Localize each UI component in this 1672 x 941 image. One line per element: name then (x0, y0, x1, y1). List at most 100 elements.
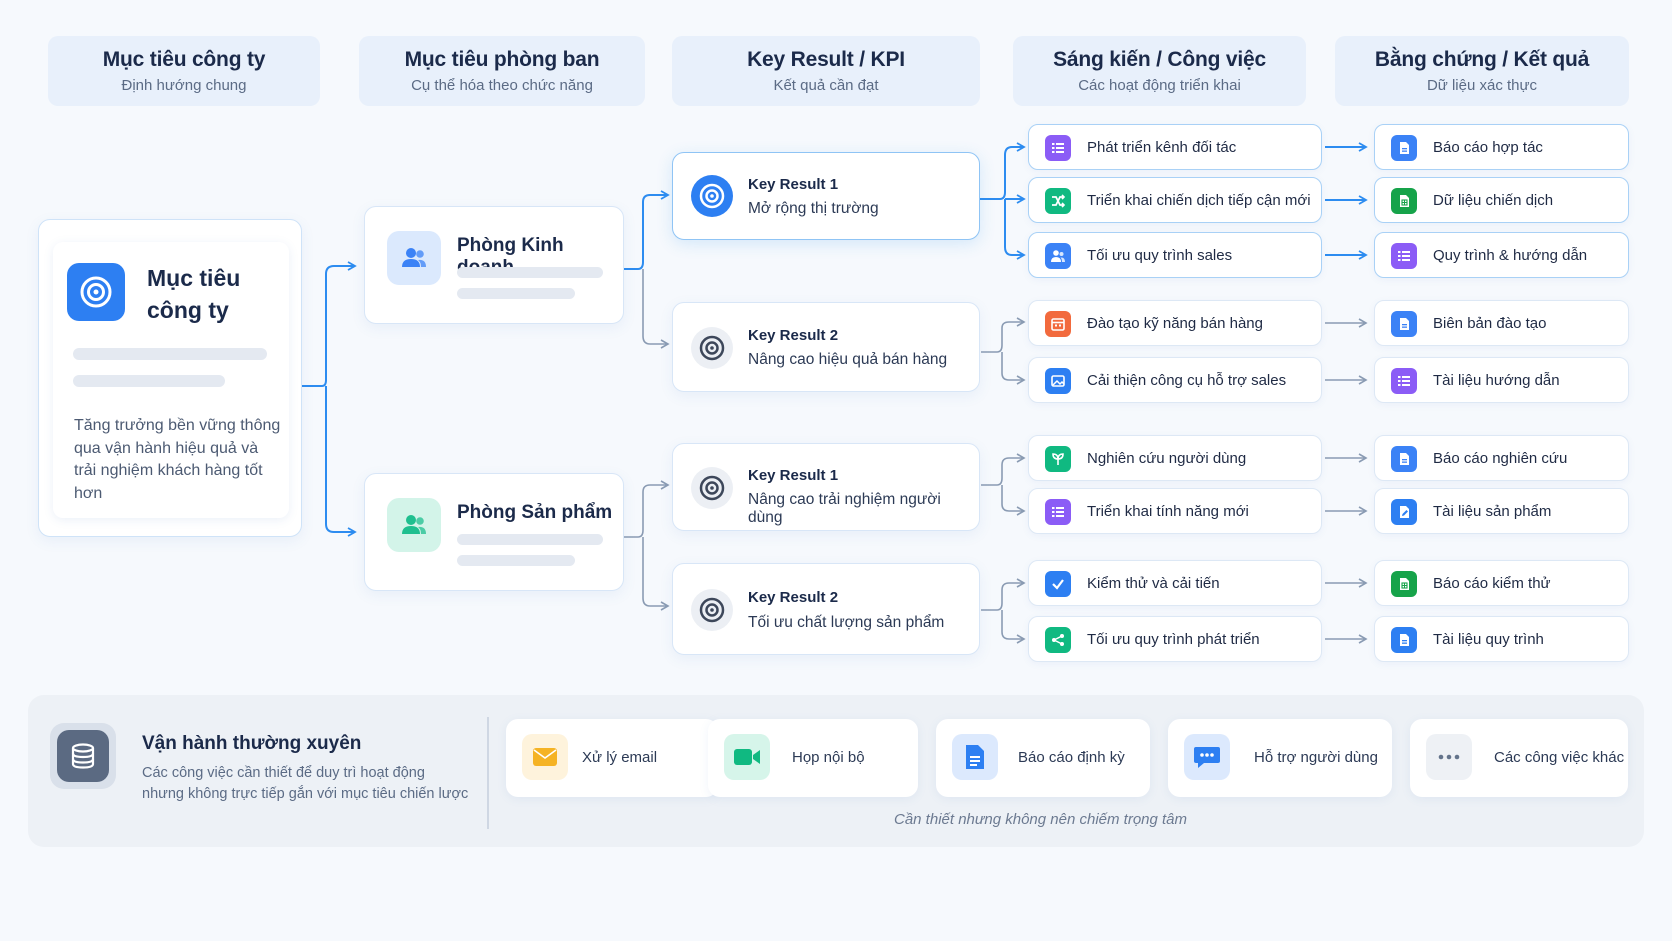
company-goal-card[interactable]: Mục tiêu công ty Tăng trưởng bền vững th… (38, 219, 302, 537)
routine-operations-footer: Cần thiết nhưng không nên chiếm trọng tâ… (894, 811, 1188, 828)
column-title: Sáng kiến / Công việc (1053, 48, 1266, 71)
column-subtitle: Dữ liệu xác thực (1426, 77, 1538, 94)
routine-operations-panel: Vận hành thường xuyên Các công việc cần … (28, 695, 1644, 847)
users-icon (1045, 243, 1071, 269)
target-icon (691, 327, 733, 369)
task-label: Họp nội bộ (792, 749, 865, 766)
evidence-item[interactable]: Báo cáo nghiên cứu (1374, 435, 1629, 481)
department-name: Phòng Sản phẩm (457, 502, 613, 523)
initiative-label: Phát triển kênh đối tác (1087, 139, 1237, 156)
key-result-card-2[interactable]: Key Result 2 Nâng cao hiệu quả bán hàng (672, 302, 980, 392)
key-result-card-4[interactable]: Key Result 2 Tối ưu chất lượng sản phẩm (672, 563, 980, 655)
placeholder-line (73, 348, 267, 360)
users-icon (387, 498, 441, 552)
doc-edit-icon (1391, 499, 1417, 525)
evidence-label: Tài liệu quy trình (1433, 631, 1544, 648)
list-icon (1391, 243, 1417, 269)
task-card-meeting[interactable]: Họp nội bộ (708, 719, 918, 797)
initiative-label: Cải thiện công cụ hỗ trợ sales (1087, 372, 1287, 389)
task-label: Hỗ trợ người dùng (1254, 749, 1378, 766)
evidence-item[interactable]: Báo cáo kiểm thử (1374, 560, 1629, 606)
initiative-item[interactable]: Kiểm thử và cải tiến (1028, 560, 1322, 606)
initiative-item[interactable]: Phát triển kênh đối tác (1028, 124, 1322, 170)
share-icon (1045, 627, 1071, 653)
initiative-label: Tối ưu quy trình sales (1087, 247, 1233, 264)
column-title: Key Result / KPI (747, 48, 905, 71)
initiative-item[interactable]: Tối ưu quy trình sales (1028, 232, 1322, 278)
evidence-label: Báo cáo kiểm thử (1433, 575, 1551, 592)
doc-icon (1391, 311, 1417, 337)
evidence-label: Biên bản đào tạo (1433, 315, 1547, 332)
key-result-description: Nâng cao trải nghiệm người dùng (748, 491, 941, 526)
initiative-item[interactable]: Nghiên cứu người dùng (1028, 435, 1322, 481)
placeholder-line (457, 534, 603, 545)
target-icon (691, 589, 733, 631)
placeholder-line (457, 267, 603, 278)
company-goal-description: Tăng trưởng bền vững thông qua vận hành … (74, 417, 281, 502)
column-subtitle: Định hướng chung (121, 77, 247, 94)
initiative-label: Triển khai chiến dịch tiếp cận mới (1087, 192, 1311, 209)
target-icon (691, 175, 733, 217)
initiative-label: Triển khai tính năng mới (1087, 503, 1249, 520)
doc-icon (1391, 135, 1417, 161)
initiative-item[interactable]: Đào tạo kỹ năng bán hàng (1028, 300, 1322, 346)
task-label: Báo cáo định kỳ (1018, 749, 1125, 766)
initiative-item[interactable]: Cải thiện công cụ hỗ trợ sales (1028, 357, 1322, 403)
task-card-support[interactable]: Hỗ trợ người dùng (1168, 719, 1392, 797)
initiative-item[interactable]: Triển khai chiến dịch tiếp cận mới (1028, 177, 1322, 223)
column-subtitle: Các hoạt động triển khai (1078, 77, 1241, 94)
evidence-item[interactable]: Báo cáo hợp tác (1374, 124, 1629, 170)
video-icon (724, 734, 770, 780)
shuffle-icon (1045, 188, 1071, 214)
key-result-card-1[interactable]: Key Result 1 Mở rộng thị trường (672, 152, 980, 240)
column-title: Mục tiêu phòng ban (404, 48, 600, 71)
initiative-label: Nghiên cứu người dùng (1087, 450, 1247, 467)
column-header-initiatives: Sáng kiến / Công việc Các hoạt động triể… (1013, 36, 1306, 106)
evidence-label: Báo cáo nghiên cứu (1433, 450, 1568, 467)
evidence-item[interactable]: Tài liệu hướng dẫn (1374, 357, 1629, 403)
list-icon (1045, 499, 1071, 525)
key-result-title: Key Result 2 (748, 589, 839, 606)
doc-icon (1391, 627, 1417, 653)
column-subtitle: Kết quả cần đạt (773, 77, 879, 94)
target-icon (67, 263, 125, 321)
task-card-email[interactable]: Xử lý email (506, 719, 718, 797)
column-header-department-goal: Mục tiêu phòng ban Cụ thể hóa theo chức … (359, 36, 645, 106)
database-icon (50, 723, 116, 789)
initiative-item[interactable]: Tối ưu quy trình phát triển (1028, 616, 1322, 662)
doc-icon (952, 734, 998, 780)
list-icon (1045, 135, 1071, 161)
evidence-label: Tài liệu hướng dẫn (1433, 372, 1560, 389)
evidence-item[interactable]: Tài liệu quy trình (1374, 616, 1629, 662)
column-subtitle: Cụ thể hóa theo chức năng (411, 77, 593, 94)
users-icon (387, 231, 441, 285)
evidence-item[interactable]: Biên bản đào tạo (1374, 300, 1629, 346)
mail-icon (522, 734, 568, 780)
key-result-description: Mở rộng thị trường (748, 200, 879, 217)
department-card-sales[interactable]: Phòng Kinh doanh (364, 206, 624, 324)
department-card-product[interactable]: Phòng Sản phẩm (364, 473, 624, 591)
column-title: Mục tiêu công ty (102, 48, 266, 71)
calendar-icon (1045, 311, 1071, 337)
column-header-evidence: Bằng chứng / Kết quả Dữ liệu xác thực (1335, 36, 1629, 106)
task-card-other[interactable]: Các công việc khác (1410, 719, 1628, 797)
placeholder-line (457, 288, 575, 299)
list-icon (1391, 368, 1417, 394)
task-label: Xử lý email (582, 749, 658, 766)
image-icon (1045, 368, 1071, 394)
check-icon (1045, 571, 1071, 597)
routine-operations-title: Vận hành thường xuyên (142, 733, 362, 754)
evidence-item[interactable]: Quy trình & hướng dẫn (1374, 232, 1629, 278)
doc-icon (1391, 446, 1417, 472)
evidence-label: Quy trình & hướng dẫn (1433, 247, 1588, 264)
initiative-label: Tối ưu quy trình phát triển (1087, 631, 1260, 648)
task-card-report[interactable]: Báo cáo định kỳ (936, 719, 1150, 797)
key-result-card-3[interactable]: Key Result 1 Nâng cao trải nghiệm người … (672, 443, 980, 531)
column-header-company-goal: Mục tiêu công ty Định hướng chung (48, 36, 320, 106)
evidence-item[interactable]: Tài liệu sản phẩm (1374, 488, 1629, 534)
initiative-item[interactable]: Triển khai tính năng mới (1028, 488, 1322, 534)
evidence-item[interactable]: Dữ liệu chiến dịch (1374, 177, 1629, 223)
evidence-label: Báo cáo hợp tác (1433, 139, 1543, 156)
evidence-label: Dữ liệu chiến dịch (1433, 192, 1554, 209)
